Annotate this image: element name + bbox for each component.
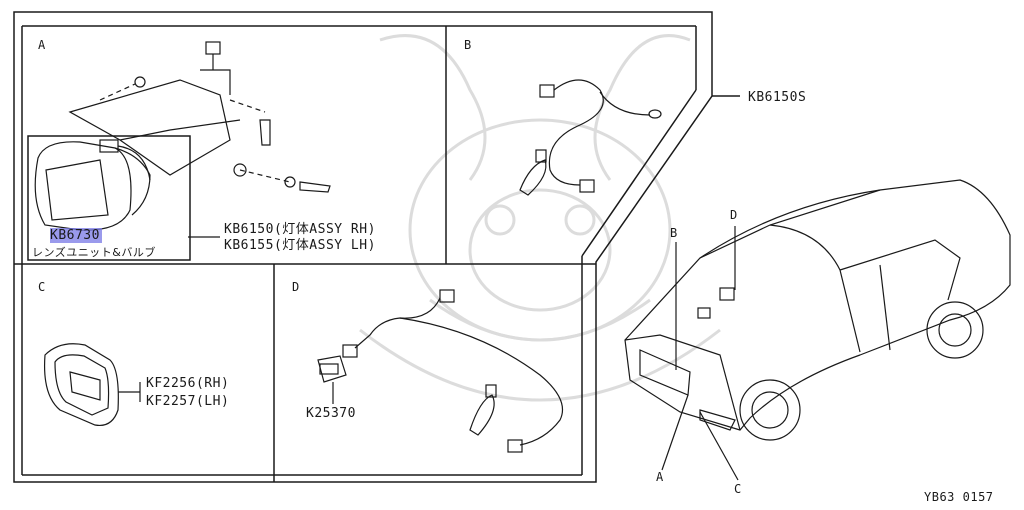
bezel-rh-part-label[interactable]: KF2256(RH) — [146, 376, 230, 391]
wiring-harness-b — [519, 79, 662, 196]
switch-part-label[interactable]: K25370 — [306, 406, 356, 421]
section-c-label: C — [38, 280, 46, 294]
lens-description: レンズユニット&バルブ — [32, 246, 156, 259]
bezel-lh-part-label[interactable]: KF2257(LH) — [146, 394, 230, 409]
car-callout-b: B — [670, 226, 678, 240]
car-callout-a: A — [656, 470, 664, 484]
car-illustration — [624, 179, 1011, 481]
kit-part-label[interactable]: KB6150S — [748, 90, 807, 105]
section-d-label: D — [292, 280, 300, 294]
section-b-label: B — [464, 38, 472, 52]
lamp-rh-part-label[interactable]: KB6150(灯体ASSY RH) — [224, 222, 376, 237]
car-callout-d: D — [730, 208, 738, 222]
wiring-harness-d — [317, 289, 564, 453]
bezel — [43, 343, 140, 427]
frame — [13, 11, 740, 483]
lens-part-label[interactable]: KB6730 — [50, 228, 102, 243]
fog-lamp-assembly — [27, 41, 331, 261]
lamp-lh-part-label[interactable]: KB6155(灯体ASSY LH) — [224, 238, 376, 253]
watermark-logo — [359, 34, 721, 402]
car-callout-c: C — [734, 482, 742, 496]
diagram-code: YB63 0157 — [924, 490, 994, 504]
section-a-label: A — [38, 38, 46, 52]
